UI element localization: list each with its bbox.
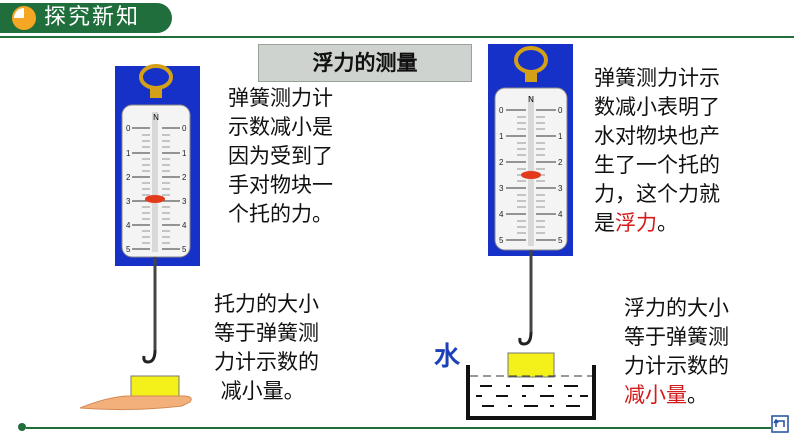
text-fragment: 是 <box>594 211 615 235</box>
scale-tick-label: 5 <box>182 245 187 254</box>
text-fragment: 。 <box>657 211 678 235</box>
scale-tick-label: 2 <box>182 173 187 182</box>
scale-tick-label: 0 <box>126 124 131 133</box>
right-conclusion: 浮力的大小 等于弹簧测 力计示数的 减小量。 <box>624 294 729 410</box>
scale-tick-label: 4 <box>126 221 131 230</box>
left-explanation: 弹簧测力计 示数减小是 因为受到了 手对物块一 个托的力。 <box>228 84 333 229</box>
text-line: 水对物块也产 <box>594 124 720 148</box>
text-line: 力计示数的 <box>214 350 319 374</box>
scale-tick-label: 3 <box>182 197 187 206</box>
scale-tick-label: 1 <box>126 149 131 158</box>
text-line: 弹簧测力计示 <box>594 66 720 90</box>
pie-icon <box>12 6 36 30</box>
scale-tick-label: 3 <box>126 197 131 206</box>
scale-tick-label: 2 <box>126 173 131 182</box>
text-line: 数减小表明了 <box>594 95 720 119</box>
scale-tick-label: 3 <box>499 184 504 193</box>
scale-tick-label: 1 <box>182 149 187 158</box>
decrease-highlight: 减小量 <box>624 383 687 407</box>
scale-tick-label: 1 <box>499 132 504 141</box>
header-divider <box>0 36 794 38</box>
scale-tick-label: 2 <box>499 158 504 167</box>
buoyancy-highlight: 浮力 <box>615 211 657 235</box>
text-line: 力，这个力就 <box>594 182 720 206</box>
scale-tick-label: 4 <box>499 210 504 219</box>
scale-tick-label: 3 <box>558 184 563 193</box>
left-conclusion: 托力的大小 等于弹簧测 力计示数的 减小量。 <box>214 290 319 406</box>
scale-tick-label: 0 <box>499 106 504 115</box>
section-title: 浮力的测量 <box>258 44 472 82</box>
scale-tick-label: 2 <box>558 158 563 167</box>
scale-tick-label: 4 <box>558 210 563 219</box>
right-explanation: 弹簧测力计示 数减小表明了 水对物块也产 生了一个托的 力，这个力就 是浮力。 <box>594 64 720 238</box>
text-line: 弹簧测力计 <box>228 86 333 110</box>
text-line: 等于弹簧测 <box>624 325 729 349</box>
header-title: 探究新知 <box>44 5 141 30</box>
scale-tick-label: 5 <box>558 236 563 245</box>
text-line: 托力的大小 <box>214 292 319 316</box>
footer-dot <box>18 423 26 431</box>
scale-tick-label: 1 <box>558 132 563 141</box>
text-line: 是浮力。 <box>594 209 720 238</box>
text-line: 示数减小是 <box>228 115 333 139</box>
text-fragment: 。 <box>687 383 708 407</box>
scale-tick-label: 0 <box>558 106 563 115</box>
scale-tick-label: 5 <box>126 245 131 254</box>
left-spring-scale-diagram: N 0 0 1 1 2 2 3 3 4 4 5 5 <box>79 64 200 411</box>
text-line: 浮力的大小 <box>624 296 729 320</box>
text-line: 个托的力。 <box>228 202 333 226</box>
return-icon[interactable] <box>770 414 790 434</box>
scale-tick-label: 4 <box>182 221 187 230</box>
water-label: 水 <box>434 342 461 372</box>
scale-unit-label: N <box>153 113 159 122</box>
text-line: 力计示数的 <box>624 354 729 378</box>
text-line: 生了一个托的 <box>594 153 720 177</box>
scale-tick-label: 5 <box>499 236 504 245</box>
text-line: 因为受到了 <box>228 144 333 168</box>
text-line: 等于弹簧测 <box>214 321 319 345</box>
text-line: 减小量。 <box>214 379 305 403</box>
right-spring-scale-diagram: N 0 0 1 1 2 2 3 3 4 4 5 5 <box>466 44 596 420</box>
scale-unit-label: N <box>528 95 534 104</box>
text-line: 减小量。 <box>624 381 729 410</box>
scale-tick-label: 0 <box>182 124 187 133</box>
footer-divider <box>26 427 771 429</box>
text-line: 手对物块一 <box>228 173 333 197</box>
